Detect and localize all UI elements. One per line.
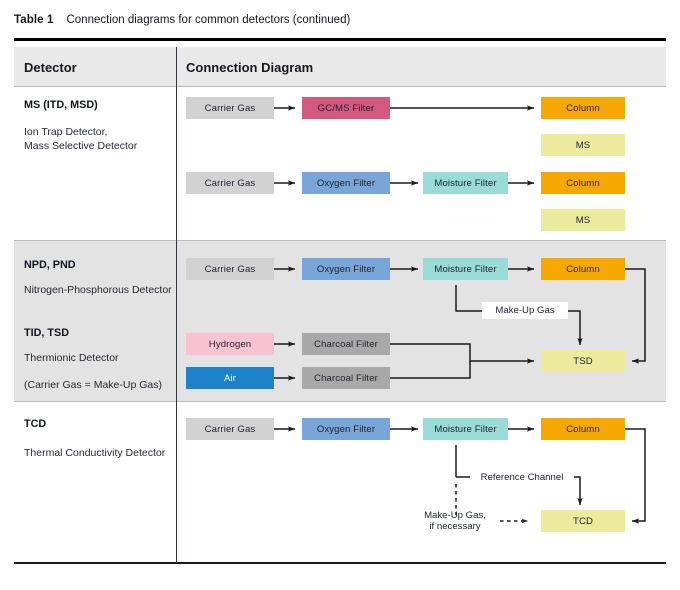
- node-label: Oxygen Filter: [316, 423, 376, 435]
- node-label: Air: [223, 372, 237, 384]
- node-charcoal-filter-1: Charcoal Filter: [302, 333, 390, 355]
- caption-text: Connection diagrams for common detectors…: [66, 14, 351, 26]
- detector-code-tcd: TCD: [24, 418, 47, 430]
- node-ms-2: MS: [541, 209, 625, 231]
- table-column-divider: [176, 47, 178, 563]
- node-label: TSD: [573, 355, 593, 367]
- node-carrier-gas-2: Carrier Gas: [186, 172, 274, 194]
- table-caption: Table 1 Connection diagrams for common de…: [14, 13, 350, 27]
- annotation-label-line1: Make-Up Gas,: [424, 509, 486, 521]
- node-column-3: Column: [541, 258, 625, 280]
- detector-code-tid: TID, TSD: [24, 327, 69, 339]
- node-label: MS: [575, 139, 591, 151]
- table-header-rule: [14, 86, 666, 87]
- node-label: Carrier Gas: [204, 102, 256, 114]
- table-bottom-rule: [14, 562, 666, 564]
- node-moisture-filter-1: Moisture Filter: [423, 172, 508, 194]
- annotation-label-line2: if necessary: [429, 521, 481, 532]
- row-separator-2: [14, 401, 666, 402]
- detector-desc-tid-line2: (Carrier Gas = Make-Up Gas): [24, 379, 162, 391]
- node-tsd: TSD: [541, 350, 625, 372]
- detector-desc-ms-line1: Ion Trap Detector,: [24, 126, 108, 138]
- table-top-rule: [14, 38, 666, 41]
- node-air: Air: [186, 367, 274, 389]
- caption-label: Table 1: [14, 14, 54, 26]
- row-separator-1: [14, 240, 666, 241]
- node-label: Charcoal Filter: [314, 338, 378, 350]
- node-oxygen-filter-3: Oxygen Filter: [302, 418, 390, 440]
- node-label: Oxygen Filter: [316, 263, 376, 275]
- node-label: Hydrogen: [208, 338, 252, 350]
- node-charcoal-filter-2: Charcoal Filter: [302, 367, 390, 389]
- node-column-4: Column: [541, 418, 625, 440]
- node-ms-1: MS: [541, 134, 625, 156]
- detector-desc-ms-line2: Mass Selective Detector: [24, 140, 138, 152]
- node-label: GC/MS Filter: [317, 102, 375, 114]
- node-carrier-gas-1: Carrier Gas: [186, 97, 274, 119]
- column-header-connection-diagram: Connection Diagram: [186, 60, 314, 75]
- detector-code-ms: MS (ITD, MSD): [24, 99, 98, 111]
- node-label: Column: [566, 102, 600, 114]
- annotation-make-up-gas-if-necessary: Make-Up Gas, if necessary: [408, 509, 502, 533]
- node-label: TCD: [572, 515, 594, 527]
- node-label: Column: [566, 177, 600, 189]
- node-oxygen-filter-2: Oxygen Filter: [302, 258, 390, 280]
- node-gcms-filter: GC/MS Filter: [302, 97, 390, 119]
- node-label: Column: [566, 423, 600, 435]
- node-label: Carrier Gas: [204, 263, 256, 275]
- node-moisture-filter-3: Moisture Filter: [423, 418, 508, 440]
- detector-desc-tid-line1: Thermionic Detector: [24, 352, 119, 364]
- node-label: Moisture Filter: [434, 263, 497, 275]
- node-carrier-gas-3: Carrier Gas: [186, 258, 274, 280]
- node-column-2: Column: [541, 172, 625, 194]
- node-column-1: Column: [541, 97, 625, 119]
- node-label: Column: [566, 263, 600, 275]
- node-label: Carrier Gas: [204, 423, 256, 435]
- node-oxygen-filter-1: Oxygen Filter: [302, 172, 390, 194]
- node-label: Carrier Gas: [204, 177, 256, 189]
- node-moisture-filter-2: Moisture Filter: [423, 258, 508, 280]
- node-carrier-gas-4: Carrier Gas: [186, 418, 274, 440]
- annotation-make-up-gas: Make-Up Gas: [482, 302, 568, 319]
- node-hydrogen: Hydrogen: [186, 333, 274, 355]
- annotation-label: Make-Up Gas: [495, 305, 555, 316]
- node-label: Moisture Filter: [434, 177, 497, 189]
- annotation-reference-channel: Reference Channel: [470, 469, 574, 486]
- detector-code-npd: NPD, PND: [24, 259, 76, 271]
- node-tcd: TCD: [541, 510, 625, 532]
- detector-desc-tcd: Thermal Conductivity Detector: [24, 447, 166, 459]
- node-label: Charcoal Filter: [314, 372, 378, 384]
- node-label: MS: [575, 214, 591, 226]
- detector-desc-npd: Nitrogen-Phosphorous Detector: [24, 284, 172, 296]
- node-label: Moisture Filter: [434, 423, 497, 435]
- column-header-detector: Detector: [24, 60, 77, 75]
- annotation-label: Reference Channel: [480, 472, 564, 483]
- node-label: Oxygen Filter: [316, 177, 376, 189]
- table-header-band: [14, 47, 666, 87]
